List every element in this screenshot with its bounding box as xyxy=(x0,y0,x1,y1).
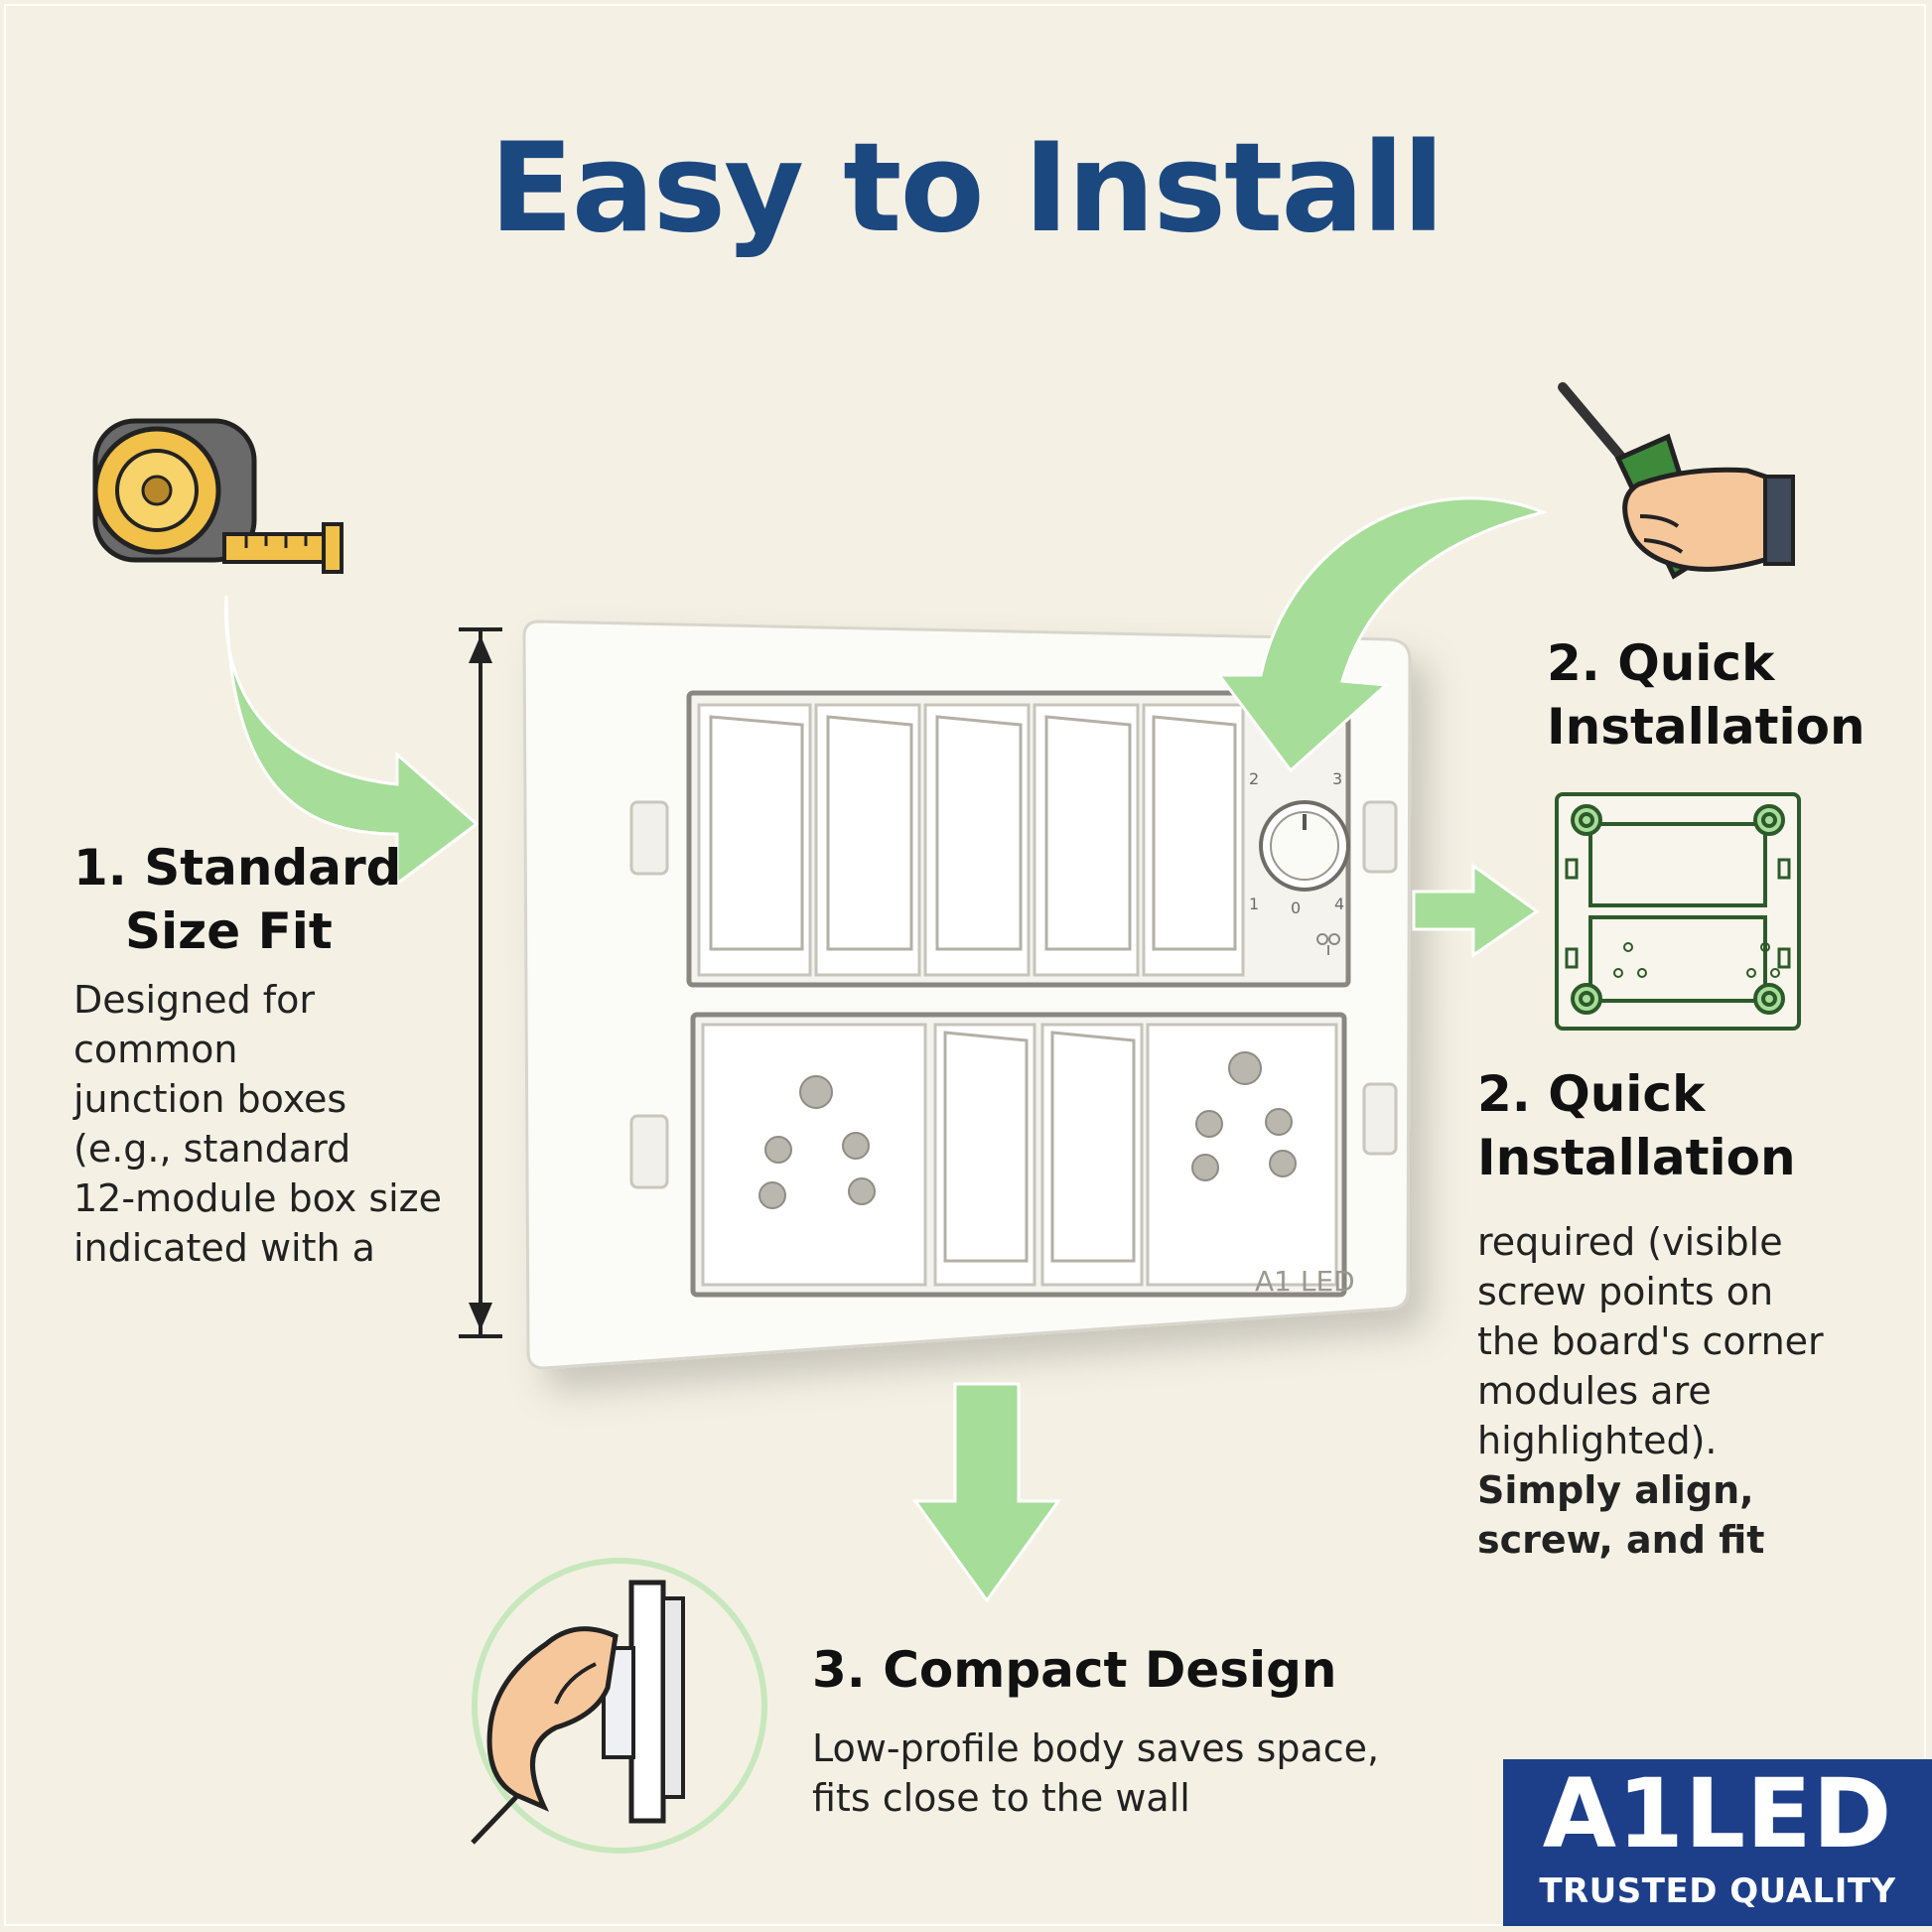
page-title: Easy to Install xyxy=(488,117,1445,260)
quick-install-desc-line: required (visible xyxy=(1477,1220,1783,1264)
quick-install-desc-line: modules are xyxy=(1477,1369,1712,1413)
panel-brand-label: A1 LED xyxy=(1255,1265,1355,1298)
arrow-panel-to-plate xyxy=(1412,863,1540,958)
arrow-screwdriver-to-panel xyxy=(1216,496,1548,773)
quick-install-top-line2: Installation xyxy=(1547,698,1865,756)
measuring-tape-icon xyxy=(92,418,344,574)
quick-install-line2: Installation xyxy=(1477,1129,1796,1186)
quick-install-desc-line: highlighted). xyxy=(1477,1419,1718,1462)
quick-install-desc-line: screw, and fit xyxy=(1477,1518,1765,1562)
standard-fit-line: common xyxy=(73,1028,238,1071)
left-socket-icon xyxy=(759,1075,876,1209)
quick-install-desc-line: screw points on xyxy=(1477,1270,1774,1313)
brand-tagline: TRUSTED QUALITY xyxy=(1539,1871,1896,1911)
standard-fit-line: Designed for xyxy=(73,978,316,1022)
quick-install-heading: 2. Quick Installation xyxy=(1477,1062,1796,1189)
fan-symbol-icon xyxy=(1316,933,1340,955)
right-socket-icon xyxy=(1191,1051,1297,1181)
brand-badge: A1LED TRUSTED QUALITY xyxy=(1503,1759,1932,1926)
dial-mark-4: 4 xyxy=(1334,895,1344,913)
arrow-down-to-compact xyxy=(912,1382,1061,1603)
quick-install-line1: 2. Quick xyxy=(1477,1065,1706,1123)
quick-install-top-line1: 2. Quick xyxy=(1547,634,1775,692)
dial-mark-1: 1 xyxy=(1249,895,1259,913)
quick-install-top-heading: 2. Quick Installation xyxy=(1547,631,1865,759)
top-switch-rockers xyxy=(709,715,1237,951)
dial-mark-3: 3 xyxy=(1332,769,1342,788)
compact-desc-line: Low-profile body saves space, xyxy=(812,1726,1380,1770)
compact-design-heading: 3. Compact Design xyxy=(812,1641,1337,1699)
standard-fit-line: junction boxes xyxy=(73,1077,347,1121)
standard-fit-description: Designed for common junction boxes (e.g.… xyxy=(73,975,500,1273)
standard-fit-line: indicated with a xyxy=(73,1226,375,1270)
compact-desc-line: fits close to the wall xyxy=(812,1776,1190,1820)
quick-install-desc-line: Simply align, xyxy=(1477,1468,1754,1512)
standard-fit-line: 12-module box size xyxy=(73,1176,443,1220)
hand-pressing-switch-icon xyxy=(471,1558,767,1854)
mounting-plate-icon xyxy=(1555,792,1801,1031)
standard-fit-heading-line1: 1. Standard xyxy=(73,839,402,897)
standard-fit-line: (e.g., standard xyxy=(73,1127,351,1171)
arrow-tape-to-panel xyxy=(223,595,480,887)
screwdriver-hand-icon xyxy=(1558,382,1795,580)
fan-regulator-dial: 2 3 1 0 4 xyxy=(1249,769,1350,955)
dial-mark-0: 0 xyxy=(1291,898,1301,917)
quick-install-desc-line: the board's corner xyxy=(1477,1319,1824,1363)
brand-name: A1LED xyxy=(1542,1758,1893,1869)
quick-install-description: required (visible screw points on the bo… xyxy=(1477,1217,1894,1565)
dial-mark-2: 2 xyxy=(1249,769,1259,788)
bottom-switch-rockers xyxy=(943,1031,1136,1263)
standard-fit-heading-line2: Size Fit xyxy=(125,902,333,960)
height-dimension-line xyxy=(459,627,502,1338)
compact-design-description: Low-profile body saves space, fits close… xyxy=(812,1724,1448,1823)
